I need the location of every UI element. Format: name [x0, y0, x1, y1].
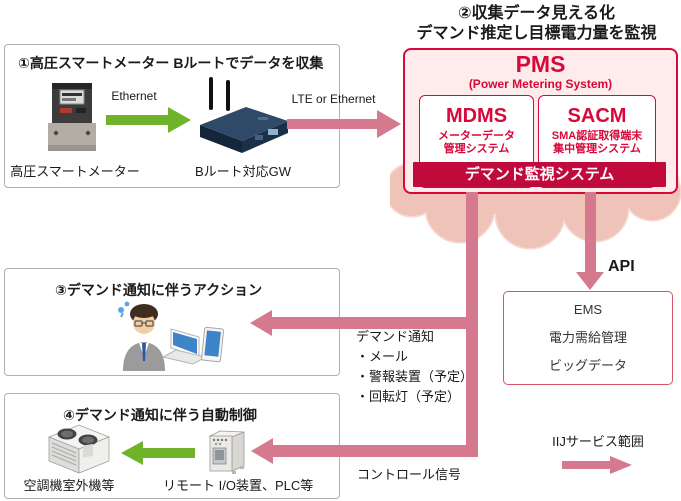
pms-box: PMS (Power Metering System) MDMS メーターデータ…: [403, 48, 678, 194]
control-signal-arrowhead-icon: [251, 438, 273, 464]
ems-box: EMS 電力需給管理 ビッグデータ: [503, 291, 673, 385]
ac-label: 空調機室外機等: [23, 478, 115, 493]
ems-line2: 電力需給管理: [548, 329, 627, 345]
ethernet-arrow: [106, 107, 191, 133]
mdms-desc-line2: 管理システム: [443, 143, 510, 155]
pms-subtitle: (Power Metering System): [468, 77, 613, 91]
api-arrowhead-icon: [576, 272, 604, 290]
sacm-title: SACM: [567, 105, 627, 127]
notify-line: デマンド通知: [356, 329, 435, 344]
mdms-title: MDMS: [445, 105, 508, 127]
auto-control-arrow: [121, 441, 195, 465]
gw-label: Bルート対応GW: [194, 164, 292, 179]
gateway-icon: [198, 77, 290, 155]
step3-title: ③デマンド通知に伴うアクション: [55, 282, 263, 298]
smart-meter-icon: [46, 81, 98, 155]
demand-notify-arrow: [272, 317, 478, 329]
person-at-computer-icon: [111, 299, 226, 371]
sacm-desc-line2: 集中管理システム: [553, 143, 641, 155]
notify-line: ・メール: [356, 349, 409, 364]
api-label: API: [608, 258, 635, 275]
sacm-desc: SMA認証取得端末 集中管理システム: [539, 130, 655, 156]
ems-line3: ビッグデータ: [548, 358, 627, 374]
mdms-desc-line1: メーターデータ: [438, 130, 515, 142]
demand-notify-arrowhead-icon: [250, 310, 272, 336]
pms-to-ems-line: [585, 192, 596, 272]
legend-label: IIJサービス範囲: [552, 434, 644, 449]
header-title: ②収集データ見える化 デマンド推定し目標電力量を監視: [392, 4, 681, 44]
io-device-icon: [206, 428, 248, 474]
ac-unit-icon: [47, 421, 111, 475]
notify-line: ・回転灯（予定）: [356, 389, 461, 404]
sacm-desc-line1: SMA認証取得端末: [551, 130, 643, 142]
lte-arrow: [287, 110, 401, 138]
step1-box: ①高圧スマートメーター Bルートでデータを収集 Ethernet: [4, 44, 340, 188]
ems-line1: EMS: [573, 301, 603, 317]
step1-title: ①高圧スマートメーター Bルートでデータを収集: [18, 55, 324, 71]
demand-monitor-bar: デマンド監視システム: [413, 162, 666, 187]
meter-label: 高圧スマートメーター: [10, 164, 140, 179]
mdms-desc: メーターデータ 管理システム: [420, 130, 533, 156]
legend-arrow: [562, 456, 632, 474]
lte-label: LTE or Ethernet: [291, 92, 376, 106]
control-signal-arrow: [273, 445, 478, 457]
notify-line: ・警報装置（予定）: [356, 369, 474, 384]
header-title-line1: ②収集データ見える化: [457, 5, 616, 22]
header-title-line2: デマンド推定し目標電力量を監視: [416, 25, 657, 42]
notify-list: デマンド通知 ・メール ・警報装置（予定） ・回転灯（予定）: [356, 327, 473, 407]
ethernet-label: Ethernet: [111, 89, 157, 103]
step4-title: ④デマンド通知に伴う自動制御: [63, 407, 257, 423]
pms-title: PMS: [515, 51, 566, 77]
io-label: リモート I/O装置、PLC等: [163, 478, 314, 493]
control-signal-label: コントロール信号: [357, 467, 462, 482]
